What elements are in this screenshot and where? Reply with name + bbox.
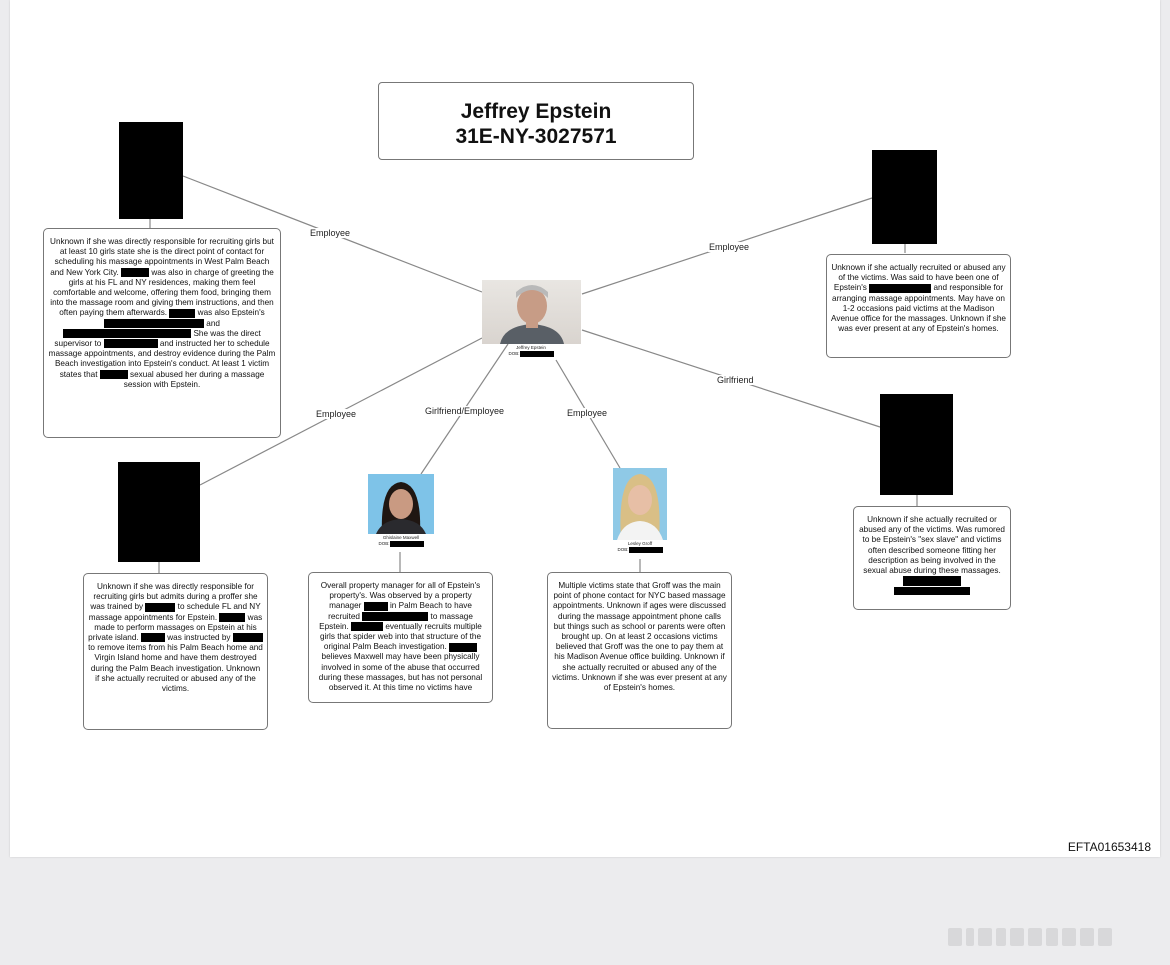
redaction <box>219 612 246 622</box>
note-text: was also in charge of greeting the girls… <box>50 267 274 318</box>
title-name: Jeffrey Epstein <box>460 100 612 123</box>
redaction <box>121 267 150 277</box>
note-text: Unknown if she actually recruited or abu… <box>859 515 1005 576</box>
note-text: to schedule FL and NY massage appointmen… <box>88 602 261 622</box>
redaction <box>363 601 388 611</box>
note-text: and responsible for arranging massage ap… <box>831 283 1006 334</box>
redaction <box>351 622 384 632</box>
note-text: eventually recruits multiple girls that … <box>319 621 482 652</box>
center-photo <box>482 280 581 344</box>
redaction <box>894 587 970 596</box>
note-right: Unknown if she actually recruited or abu… <box>853 506 1011 610</box>
note-text: Unknown if she was directly responsible … <box>90 582 258 612</box>
note-maxwell: Overall property manager for all of Epst… <box>308 572 493 703</box>
note-text: to remove items from his Palm Beach home… <box>88 643 263 694</box>
title-case-number: 31E-NY-3027571 <box>455 125 617 148</box>
redaction <box>104 318 205 328</box>
redaction <box>362 611 429 621</box>
note-text: sexual abused her during a massage sessi… <box>123 369 265 389</box>
note-top-left: Unknown if she was directly responsible … <box>43 228 281 438</box>
redaction <box>389 541 424 547</box>
redaction <box>903 576 961 587</box>
edge-label-right: Girlfriend <box>716 375 755 385</box>
redaction <box>169 308 196 318</box>
redaction <box>145 602 176 612</box>
redaction <box>103 339 158 349</box>
note-text: and instructed her to schedule massage a… <box>48 339 276 379</box>
note-text: Overall property manager for all of Epst… <box>320 581 481 611</box>
redacted-photo-top-right <box>872 150 937 244</box>
groff-caption-name: Lesley Groff <box>627 541 653 546</box>
redaction <box>869 283 932 293</box>
redaction <box>449 642 478 652</box>
maxwell-portrait <box>376 482 426 534</box>
edge-label-maxwell: Girlfriend/Employee <box>424 406 506 416</box>
center-caption-name: Jeffrey Epstein <box>516 345 546 350</box>
groff-portrait <box>617 474 663 540</box>
note-text: was instructed by <box>167 633 231 643</box>
redaction <box>628 547 663 553</box>
groff-dob-label: DOB: <box>617 547 629 552</box>
groff-photo <box>613 468 667 540</box>
maxwell-caption-name: Ghislaine Maxwell <box>382 535 420 540</box>
maxwell-dob-label: DOB: <box>378 541 390 546</box>
note-text: believes Maxwell may have been physicall… <box>318 652 483 693</box>
edge-label-groff: Employee <box>566 408 609 418</box>
note-text: and <box>206 318 220 328</box>
document-id: EFTA01653418 <box>1067 840 1151 854</box>
center-caption: Jeffrey Epstein DOB: <box>496 345 566 357</box>
note-groff: Multiple victims state that Groff was th… <box>547 572 732 729</box>
redacted-photo-bottom-left <box>118 462 200 562</box>
redacted-photo-top-left <box>119 122 183 219</box>
redaction <box>232 633 263 643</box>
note-top-right: Unknown if she actually recruited or abu… <box>826 254 1011 358</box>
note-text: was also Epstein's <box>197 308 265 318</box>
maxwell-caption: Ghislaine Maxwell DOB: <box>366 535 436 547</box>
groff-caption: Lesley Groff DOB: <box>605 541 675 553</box>
redaction <box>140 633 165 643</box>
center-dob-label: DOB: <box>508 351 520 356</box>
note-text: was made to perform massages on Epstein … <box>88 612 263 643</box>
edge-label-top-right: Employee <box>708 242 751 252</box>
note-bottom-left: Unknown if she was directly responsible … <box>83 573 268 730</box>
center-portrait <box>500 285 564 344</box>
redaction <box>63 329 192 339</box>
note-text: in Palm Beach to have recruited <box>328 601 472 621</box>
edge-label-bottom-left: Employee <box>315 409 358 419</box>
redacted-photo-right <box>880 394 953 495</box>
maxwell-photo <box>368 474 434 534</box>
redaction <box>519 351 554 357</box>
note-text: to massage Epstein. <box>319 611 473 631</box>
note-text: Unknown if she was directly responsible … <box>50 237 274 277</box>
redaction <box>99 369 128 379</box>
note-text: Unknown if she actually recruited or abu… <box>831 263 1006 293</box>
edge-label-top-left: Employee <box>309 228 352 238</box>
note-text: She was the direct supervisor to <box>54 328 261 349</box>
title-box: Jeffrey Epstein 31E-NY-3027571 <box>378 82 694 160</box>
note-text: Multiple victims state that Groff was th… <box>552 581 727 693</box>
watermark-marks <box>948 924 1158 950</box>
